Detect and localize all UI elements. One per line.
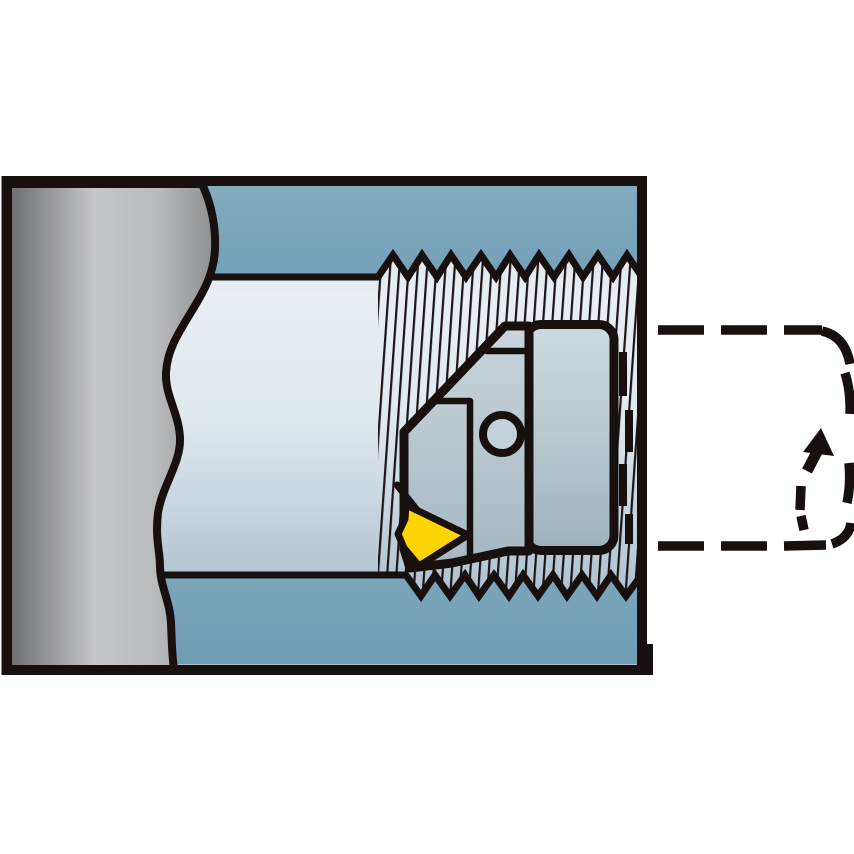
workpiece-break-end	[11, 186, 220, 665]
adapter-dash	[840, 371, 854, 415]
threading-tool	[393, 320, 633, 573]
frame-corner-step	[640, 644, 653, 675]
adapter-dash	[830, 522, 854, 549]
rotation-arrow-head-icon	[803, 428, 834, 456]
tool-rear-cylinder	[521, 320, 619, 555]
adapter-dash	[820, 326, 854, 366]
threading-insert	[394, 501, 472, 570]
rotation-arrow	[795, 428, 834, 531]
thread-profile-top	[206, 248, 637, 284]
rotation-arrow-tail-dashes	[795, 485, 809, 531]
adapter-dash	[842, 462, 854, 504]
screw-hole	[479, 411, 525, 457]
section-frame	[1, 176, 647, 675]
tool-head	[399, 321, 534, 573]
thread-profile-bottom	[154, 568, 637, 603]
thread-lines-behind-tool	[619, 352, 633, 544]
hidden-adapter-outline	[658, 325, 854, 551]
adapter-dash	[783, 540, 827, 551]
